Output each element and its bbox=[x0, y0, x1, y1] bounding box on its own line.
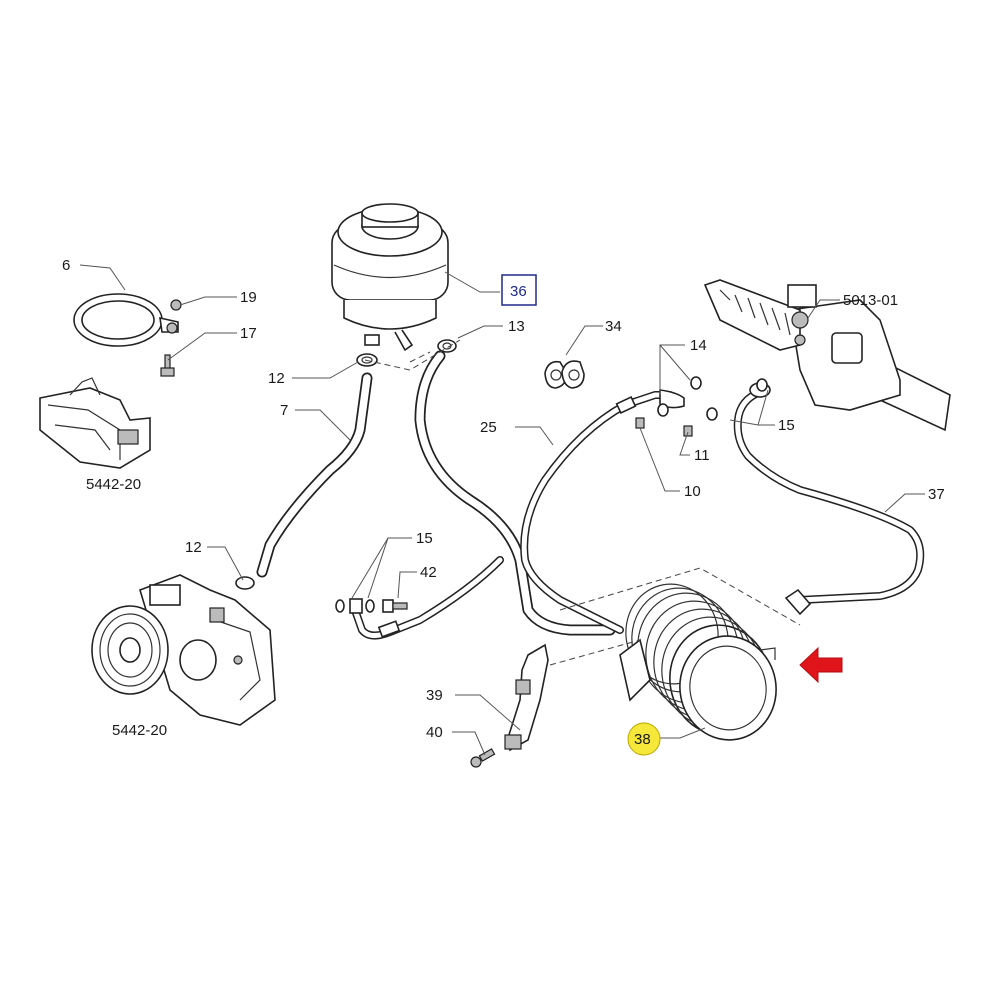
highlight-box-36 bbox=[501, 274, 537, 306]
hose-clip-part-34 bbox=[544, 360, 585, 389]
label-part-15-lower: 15 bbox=[416, 530, 433, 547]
label-part-7: 7 bbox=[280, 402, 288, 419]
label-5442-20-upper: 5442-20 bbox=[86, 476, 141, 493]
label-part-6: 6 bbox=[62, 257, 70, 274]
bolt-part-40 bbox=[470, 748, 496, 768]
hose-clip-part-12-lower bbox=[235, 576, 255, 590]
bracket-assembly-upper bbox=[39, 377, 151, 469]
hose-part-7 bbox=[256, 372, 373, 578]
label-part-17: 17 bbox=[240, 325, 257, 342]
label-5442-20-lower: 5442-20 bbox=[112, 722, 167, 739]
red-pointer-arrow bbox=[799, 646, 843, 684]
label-5013-01: 5013-01 bbox=[843, 292, 898, 309]
label-part-12-lower: 12 bbox=[185, 539, 202, 556]
washers-part-15-lower bbox=[335, 598, 375, 614]
hose-part-37 bbox=[733, 382, 925, 616]
label-part-39: 39 bbox=[426, 687, 443, 704]
cooler-coil-part-38 bbox=[619, 583, 777, 741]
label-part-15-upper: 15 bbox=[778, 417, 795, 434]
dashed-routing-lines bbox=[364, 339, 801, 666]
leader-lines bbox=[79, 264, 925, 756]
bolt-part-17 bbox=[160, 354, 175, 377]
bolt-part-11 bbox=[683, 425, 693, 437]
washer-part-14 bbox=[690, 376, 702, 390]
label-part-37: 37 bbox=[928, 486, 945, 503]
power-steering-pump-5442-20 bbox=[91, 574, 276, 726]
label-part-40: 40 bbox=[426, 724, 443, 741]
bolt-part-10 bbox=[635, 417, 645, 429]
reservoir-part-36 bbox=[331, 203, 449, 352]
label-part-36: 36 bbox=[510, 283, 527, 300]
highlight-circle-38 bbox=[627, 722, 661, 756]
clamp-band-part-6 bbox=[73, 293, 179, 347]
label-part-14: 14 bbox=[690, 337, 707, 354]
label-part-34: 34 bbox=[605, 318, 622, 335]
bolt-part-42 bbox=[382, 599, 408, 613]
steering-rack-5013-01 bbox=[703, 279, 951, 432]
label-part-38: 38 bbox=[634, 731, 651, 748]
label-part-13: 13 bbox=[508, 318, 525, 335]
label-part-42: 42 bbox=[420, 564, 437, 581]
washers-part-15-upper bbox=[706, 378, 768, 421]
bolt-part-19 bbox=[170, 299, 182, 311]
washer-part-14b bbox=[657, 403, 669, 417]
label-part-10: 10 bbox=[684, 483, 701, 500]
bracket-part-39 bbox=[504, 643, 549, 752]
pressure-hose bbox=[351, 556, 504, 640]
hose-clip-part-13 bbox=[437, 339, 457, 353]
label-part-19: 19 bbox=[240, 289, 257, 306]
hose-cooler-to-rack bbox=[520, 389, 685, 634]
hose-part-25 bbox=[414, 350, 616, 636]
label-part-11: 11 bbox=[694, 447, 710, 464]
label-part-25: 25 bbox=[480, 419, 497, 436]
label-part-12-upper: 12 bbox=[268, 370, 285, 387]
